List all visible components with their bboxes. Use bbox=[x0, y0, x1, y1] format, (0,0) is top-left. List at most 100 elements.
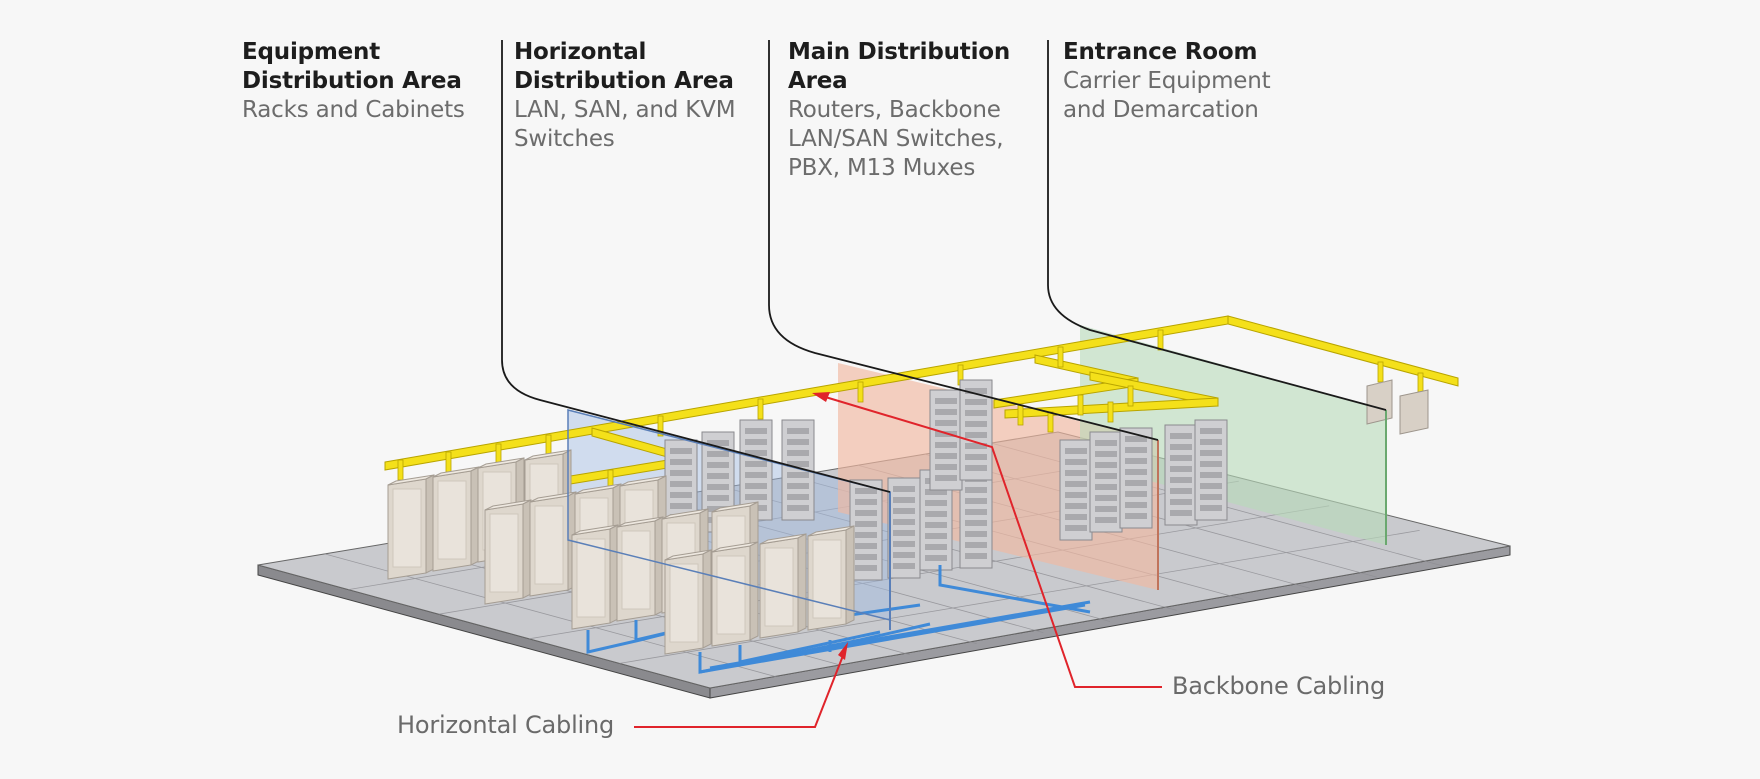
rack-panel bbox=[855, 510, 877, 516]
rack-panel bbox=[1095, 495, 1117, 501]
rack-frame bbox=[1119, 427, 1153, 529]
rack-panel bbox=[707, 462, 729, 468]
tray-hanger bbox=[545, 434, 552, 456]
rack-panel bbox=[707, 473, 729, 479]
equipment-cabinet bbox=[759, 533, 807, 639]
rack-frame bbox=[1164, 424, 1198, 526]
cable-path bbox=[699, 603, 1086, 674]
equipment-cabinet bbox=[484, 499, 532, 605]
rack-panel bbox=[1170, 477, 1192, 483]
tray-hanger bbox=[1157, 329, 1164, 351]
cabinet-side bbox=[845, 525, 855, 625]
tray-hanger bbox=[1017, 404, 1024, 426]
zone-description: PBX, M13 Muxes bbox=[788, 155, 976, 181]
hda-leader-line bbox=[501, 40, 891, 493]
rack-panel bbox=[935, 453, 957, 459]
tray-hanger bbox=[1077, 394, 1084, 416]
rack-panel bbox=[925, 500, 947, 506]
rack-panel bbox=[670, 492, 692, 498]
zone-title: Entrance Room bbox=[1063, 39, 1258, 65]
rack-panel bbox=[1125, 458, 1147, 464]
rack-panel bbox=[1170, 510, 1192, 516]
rack-panel bbox=[1170, 488, 1192, 494]
rack-panel bbox=[925, 511, 947, 517]
cabinet-door bbox=[764, 547, 794, 627]
rack-panel bbox=[965, 487, 987, 493]
rack-panel bbox=[745, 461, 767, 467]
rack-panel bbox=[965, 498, 987, 504]
cable-path bbox=[938, 565, 1091, 614]
rack-panel bbox=[745, 494, 767, 500]
rack-panel bbox=[1170, 444, 1192, 450]
equipment-cabinet bbox=[432, 466, 480, 572]
rack-panel bbox=[965, 432, 987, 438]
rack-panel bbox=[1095, 506, 1117, 512]
rack-panel bbox=[935, 442, 957, 448]
rack-panel bbox=[935, 409, 957, 415]
rack-panel bbox=[1065, 503, 1087, 509]
rack-panel bbox=[1065, 459, 1087, 465]
rack-panel bbox=[965, 410, 987, 416]
equipment-cabinets bbox=[387, 449, 855, 655]
tray-hanger bbox=[857, 381, 864, 403]
zone-description: Switches bbox=[514, 126, 615, 152]
tray-hanger bbox=[657, 415, 664, 437]
rack-panel bbox=[965, 542, 987, 548]
network-rack bbox=[1119, 427, 1153, 529]
rack-panel bbox=[1170, 466, 1192, 472]
rack-panel bbox=[1095, 462, 1117, 468]
rack-panel bbox=[855, 554, 877, 560]
rack-panel bbox=[893, 486, 915, 492]
rack-frame bbox=[1089, 431, 1123, 533]
equipment-cabinet bbox=[529, 491, 577, 597]
tray-hanger bbox=[757, 398, 764, 420]
zone-leader-lines bbox=[501, 40, 1387, 493]
mda-leader-line bbox=[768, 40, 1159, 441]
zone-title: Horizontal bbox=[514, 39, 647, 65]
rack-panel bbox=[1065, 481, 1087, 487]
network-rack bbox=[849, 479, 883, 581]
network-rack bbox=[929, 389, 963, 491]
cabinet-door bbox=[392, 488, 422, 568]
rack-panel bbox=[787, 483, 809, 489]
rack-panel bbox=[893, 541, 915, 547]
tray-hanger bbox=[1417, 372, 1424, 394]
rack-panel bbox=[670, 503, 692, 509]
rack-panel bbox=[1200, 505, 1222, 511]
floor-grid-line bbox=[529, 505, 1330, 640]
callout-lines bbox=[634, 395, 1162, 728]
tray-hanger bbox=[495, 443, 502, 465]
carrier-equipment-boxes bbox=[1366, 379, 1429, 435]
zone-title: Equipment bbox=[242, 39, 381, 65]
rack-panel bbox=[787, 472, 809, 478]
rack-panel bbox=[893, 552, 915, 558]
zone-description: Racks and Cabinets bbox=[242, 97, 465, 123]
zone-label-mda: Main Distribution Area Routers, Backbone… bbox=[788, 38, 1010, 183]
rack-panel bbox=[925, 489, 947, 495]
rack-panel bbox=[935, 475, 957, 481]
zone-label-er: Entrance Room Carrier Equipment and Dema… bbox=[1063, 38, 1271, 125]
network-rack bbox=[959, 467, 993, 569]
rack-panel bbox=[855, 565, 877, 571]
zone-title: Distribution Area bbox=[242, 68, 462, 94]
rack-panel bbox=[1095, 451, 1117, 457]
rack-panel bbox=[935, 398, 957, 404]
rack-panel bbox=[1065, 470, 1087, 476]
zone-title: Main Distribution bbox=[788, 39, 1011, 65]
rack-panel bbox=[1200, 461, 1222, 467]
rack-panel bbox=[893, 508, 915, 514]
rack-panel bbox=[670, 448, 692, 454]
equipment-cabinet bbox=[616, 516, 664, 622]
rack-panel bbox=[1065, 514, 1087, 520]
rack-panel bbox=[1170, 433, 1192, 439]
rack-panel bbox=[1200, 428, 1222, 434]
rack-panel bbox=[670, 481, 692, 487]
rack-panel bbox=[1170, 455, 1192, 461]
rack-panel bbox=[787, 428, 809, 434]
zone-title: Area bbox=[788, 68, 848, 94]
rack-panel bbox=[925, 522, 947, 528]
rack-panel bbox=[893, 519, 915, 525]
rack-panel bbox=[787, 505, 809, 511]
rack-panel bbox=[965, 465, 987, 471]
